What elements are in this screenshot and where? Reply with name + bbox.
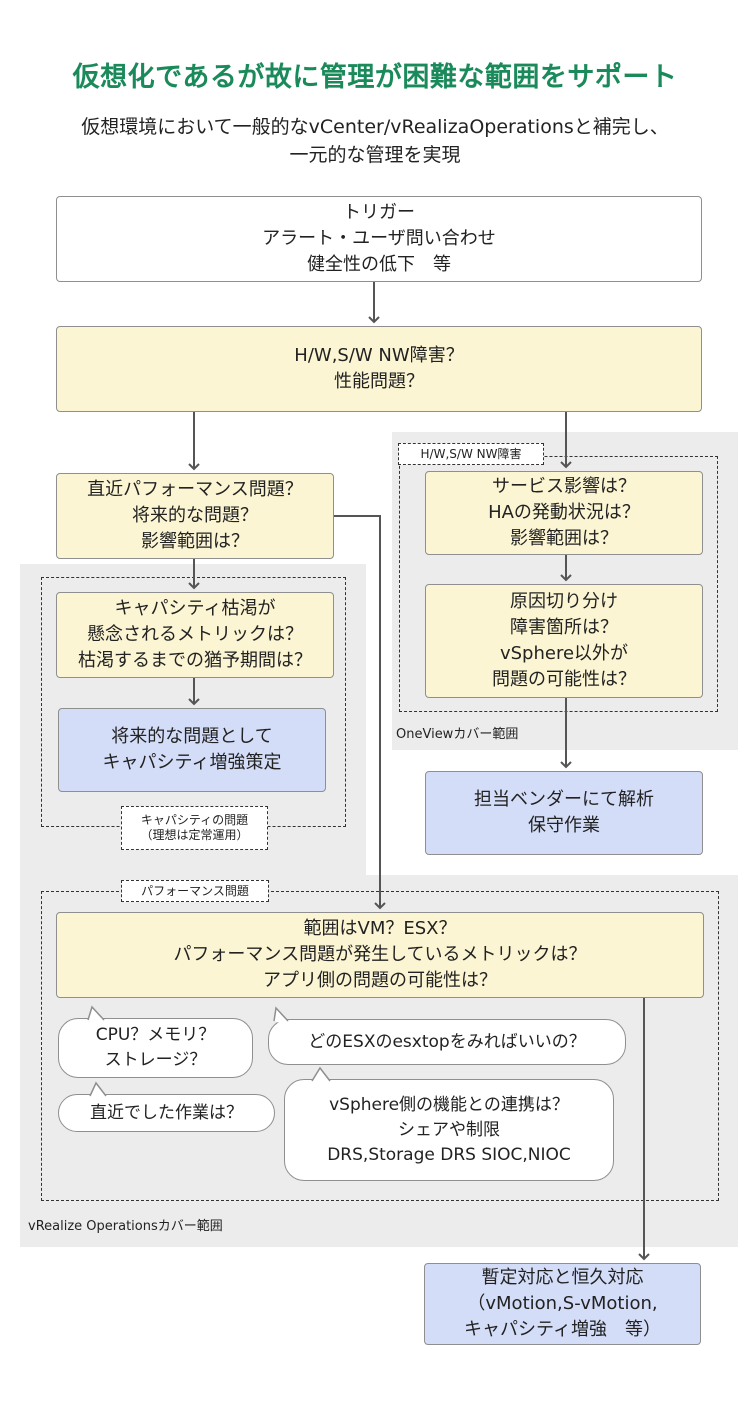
recent-performance-line1: 直近パフォーマンス問題？ [87, 479, 303, 500]
root-cause-line1: 原因切り分け [510, 591, 618, 612]
bubble-tail-esxtop [273, 1006, 289, 1022]
trigger-line1: トリガー [343, 202, 415, 223]
remedy-line2: （vMotion,S-vMotion, [467, 1293, 658, 1314]
trigger-line2: アラート・ユーザ問い合わせ [262, 228, 496, 249]
capacity-tag: キャパシティの問題 （理想は定常運用） [121, 806, 268, 850]
bubble-tail-recent-work [89, 1081, 107, 1097]
scope-line3: アプリ側の問題の可能性は？ [263, 970, 497, 991]
hwsw-line2: 性能問題？ [334, 371, 424, 392]
recent-performance-box: 直近パフォーマンス問題？ 将来的な問題？ 影響範囲は？ [56, 473, 334, 559]
bubble-recent-work: 直近でした作業は？ [58, 1094, 275, 1132]
remedy-line3: キャパシティ増強 等） [464, 1319, 661, 1340]
bubble-cpu-line2: ストレージ？ [104, 1050, 207, 1070]
capacity-plan-line2: キャパシティ増強策定 [102, 752, 282, 773]
arrow-recent-to-scope [334, 515, 386, 910]
bubble-esxtop-line1: どのESXのesxtopをみればいいの？ [308, 1031, 586, 1052]
capacity-plan-box: 将来的な問題として キャパシティ増強策定 [58, 708, 326, 792]
capacity-plan-line1: 将来的な問題として [111, 726, 273, 747]
root-cause-box: 原因切り分け 障害箇所は？ vSphere以外が 問題の可能性は？ [425, 584, 703, 698]
service-impact-line3: 影響範囲は？ [510, 528, 618, 549]
service-impact-line2: HAの発動状況は？ [488, 502, 640, 523]
vendor-analysis-box: 担当ベンダーにて解析 保守作業 [425, 771, 703, 855]
bubble-vsphere-line1: vSphere側の機能との連携は？ [329, 1094, 569, 1115]
oneview-region-label: OneViewカバー範囲 [396, 727, 519, 742]
bubble-recent-work-line1: 直近でした作業は？ [90, 1102, 243, 1123]
trigger-line3: 健全性の低下 等 [307, 254, 451, 275]
bubble-tail-vsphere [311, 1066, 331, 1082]
bubble-esxtop: どのESXのesxtopをみればいいの？ [268, 1019, 626, 1065]
hw-failure-tag: H/W,S/W NW障害 [398, 443, 544, 465]
bubble-vsphere-line3: DRS,Storage DRS SIOC,NIOC [327, 1144, 571, 1165]
hw-failure-tag-text: H/W,S/W NW障害 [420, 446, 522, 461]
bubble-vsphere-line2: シェアや制限 [398, 1119, 500, 1140]
service-impact-line1: サービス影響は？ [492, 476, 636, 497]
page-subtitle-line2: 一元的な管理を実現 [289, 144, 461, 166]
hw-failure-group [399, 456, 718, 712]
bubble-tail-cpu [87, 1005, 105, 1021]
capacity-question-line2: 懸念されるメトリックは？ [87, 624, 303, 645]
performance-tag-text: パフォーマンス問題 [141, 883, 249, 898]
hwsw-line1: H/W,S/W NW障害？ [294, 345, 464, 366]
bubble-cpu-line1: CPU？メモリ？ [95, 1025, 216, 1045]
capacity-tag-line2: （理想は定常運用） [140, 828, 249, 842]
service-impact-box: サービス影響は？ HAの発動状況は？ 影響範囲は？ [425, 471, 703, 555]
page-title: 仮想化であるが故に管理が困難な範囲をサポート [72, 62, 678, 93]
vendor-line1: 担当ベンダーにて解析 [474, 789, 654, 810]
capacity-question-line3: 枯渇するまでの猶予期間は？ [78, 650, 312, 671]
recent-performance-line3: 影響範囲は？ [141, 531, 249, 552]
capacity-question-box: キャパシティ枯渇が 懸念されるメトリックは？ 枯渇するまでの猶予期間は？ [56, 592, 334, 678]
vendor-line2: 保守作業 [528, 815, 600, 836]
capacity-question-line1: キャパシティ枯渇が [114, 598, 276, 619]
vrealize-region-label: vRealize Operationsカバー範囲 [28, 1219, 223, 1234]
scope-line2: パフォーマンス問題が発生しているメトリックは？ [173, 944, 587, 965]
bubble-vsphere: vSphere側の機能との連携は？ シェアや制限 DRS,Storage DRS… [284, 1079, 614, 1181]
root-cause-line2: 障害箇所は？ [510, 617, 618, 638]
remedy-line1: 暫定対応と恒久対応 [481, 1267, 644, 1288]
bubble-cpu-memory-storage: CPU？メモリ？ ストレージ？ [58, 1018, 253, 1078]
root-cause-line3: vSphere以外が [499, 643, 629, 664]
capacity-tag-line1: キャパシティの問題 [140, 813, 249, 827]
scope-question-box: 範囲はVM？ESX？ パフォーマンス問題が発生しているメトリックは？ アプリ側の… [56, 912, 704, 998]
recent-performance-line2: 将来的な問題？ [132, 505, 258, 526]
scope-line1: 範囲はVM？ESX？ [303, 918, 457, 939]
trigger-box: トリガー アラート・ユーザ問い合わせ 健全性の低下 等 [56, 196, 702, 282]
remedy-box: 暫定対応と恒久対応 （vMotion,S-vMotion, キャパシティ増強 等… [424, 1263, 701, 1345]
hwsw-question-box: H/W,S/W NW障害？ 性能問題？ [56, 326, 702, 412]
page-subtitle-line1: 仮想環境において一般的なvCenter/vRealizaOperationsと補… [81, 116, 669, 138]
root-cause-line4: 問題の可能性は？ [492, 669, 636, 690]
performance-tag: パフォーマンス問題 [121, 880, 269, 902]
